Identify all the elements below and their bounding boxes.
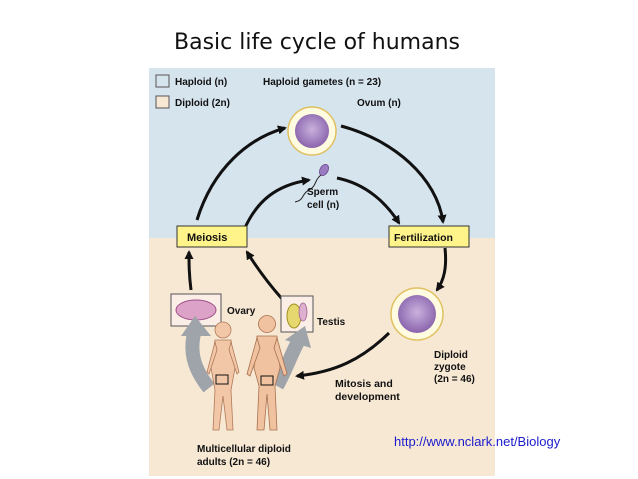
mitosis-label-line1: Mitosis and [335, 378, 393, 390]
female-highlight-box [215, 374, 229, 385]
testis-icon [286, 303, 302, 329]
life-cycle-diagram: Haploid (n) Diploid (2n) Haploid gametes… [149, 68, 495, 476]
arrow-ovary-to-meiosis [184, 250, 194, 291]
ovum-icon [287, 106, 337, 156]
haploid-legend-swatch [155, 74, 170, 88]
adults-label-line1: Multicellular diploid [197, 444, 291, 455]
arrow-ovum-to-fertilization [340, 124, 447, 224]
haploid-legend-label: Haploid (n) [175, 77, 227, 88]
testis-label: Testis [317, 317, 346, 328]
sperm-icon [294, 164, 329, 203]
sperm-label-line2: cell (n) [307, 200, 339, 211]
ovary-label: Ovary [227, 306, 256, 317]
adults-label-line2: adults (2n = 46) [197, 457, 270, 468]
arrow-meiosis-to-sperm [242, 176, 311, 231]
source-url: http://www.nclark.net/Biology [394, 434, 561, 449]
arrow-zygote-to-adults [295, 331, 391, 380]
slide-title: Basic life cycle of humans [174, 30, 460, 55]
meiosis-box [176, 225, 248, 248]
arrow-meiosis-to-ovum [195, 125, 287, 221]
ovary-icon [175, 299, 217, 321]
diploid-legend-label: Diploid (2n) [175, 98, 230, 109]
meiosis-label: Meiosis [187, 232, 227, 244]
zygote-icon [390, 287, 444, 341]
zygote-label-line2: zygote [434, 362, 466, 373]
zygote-label-line1: Diploid [434, 350, 468, 361]
mitosis-label-line2: development [335, 391, 400, 403]
female-figure-icon [206, 321, 240, 431]
gametes-label: Haploid gametes (n = 23) [263, 77, 381, 88]
male-figure-icon [246, 315, 288, 431]
sperm-label-line1: Sperm [307, 187, 338, 198]
arrow-testis-to-meiosis [245, 250, 285, 301]
zygote-label-line3: (2n = 46) [434, 374, 475, 385]
male-highlight-box [260, 375, 274, 386]
ovum-label: Ovum (n) [357, 98, 401, 109]
arrow-fertilization-to-zygote [435, 247, 448, 292]
fertilization-label: Fertilization [394, 232, 453, 244]
fertilization-box [388, 225, 470, 248]
diploid-legend-swatch [155, 95, 170, 109]
diploid-region [149, 238, 495, 476]
arrow-sperm-to-fertilization [336, 176, 401, 225]
